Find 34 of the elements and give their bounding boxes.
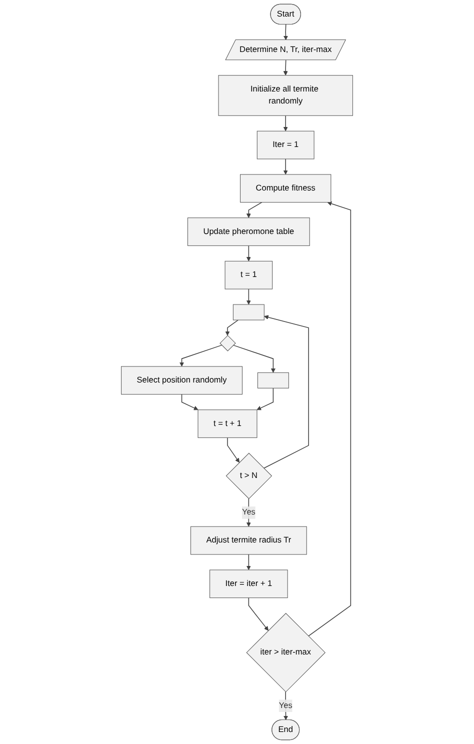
arrow bbox=[180, 344, 222, 367]
arrow bbox=[308, 201, 352, 636]
node-box: Compute fitness bbox=[240, 174, 332, 203]
arrow bbox=[283, 158, 288, 175]
arrow bbox=[181, 394, 198, 410]
node-box bbox=[232, 304, 264, 320]
arrow bbox=[263, 315, 309, 469]
node-box: t = t + 1 bbox=[198, 410, 258, 438]
node-box: Adjust termite radius Tr bbox=[190, 526, 307, 555]
edge-label: Yes bbox=[242, 508, 256, 517]
arrow bbox=[232, 344, 276, 373]
edge-label: Yes bbox=[278, 701, 292, 710]
node-box: Iter = iter + 1 bbox=[210, 570, 288, 598]
node-box: Update pheromone table bbox=[187, 218, 310, 246]
arrow bbox=[225, 320, 238, 336]
node-box: Select position randomly bbox=[121, 366, 242, 395]
arrow bbox=[227, 437, 240, 463]
arrow bbox=[246, 288, 251, 305]
node-box: t = 1 bbox=[224, 260, 273, 290]
arrow bbox=[284, 691, 288, 720]
arrow bbox=[283, 115, 288, 132]
arrow bbox=[246, 554, 251, 570]
arrow bbox=[283, 60, 288, 76]
arrow bbox=[246, 202, 262, 218]
node-box: Iter = 1 bbox=[256, 130, 314, 160]
node-diamond: iter > iter-max bbox=[246, 612, 326, 692]
arrow bbox=[248, 597, 269, 631]
arrow bbox=[246, 245, 251, 262]
node-diamond bbox=[220, 335, 236, 352]
node-box bbox=[257, 372, 289, 388]
node-box: Initialize all termite randomly bbox=[218, 75, 353, 116]
arrow bbox=[283, 24, 288, 40]
node-diamond: t > N bbox=[226, 452, 272, 500]
arrow bbox=[256, 388, 274, 410]
